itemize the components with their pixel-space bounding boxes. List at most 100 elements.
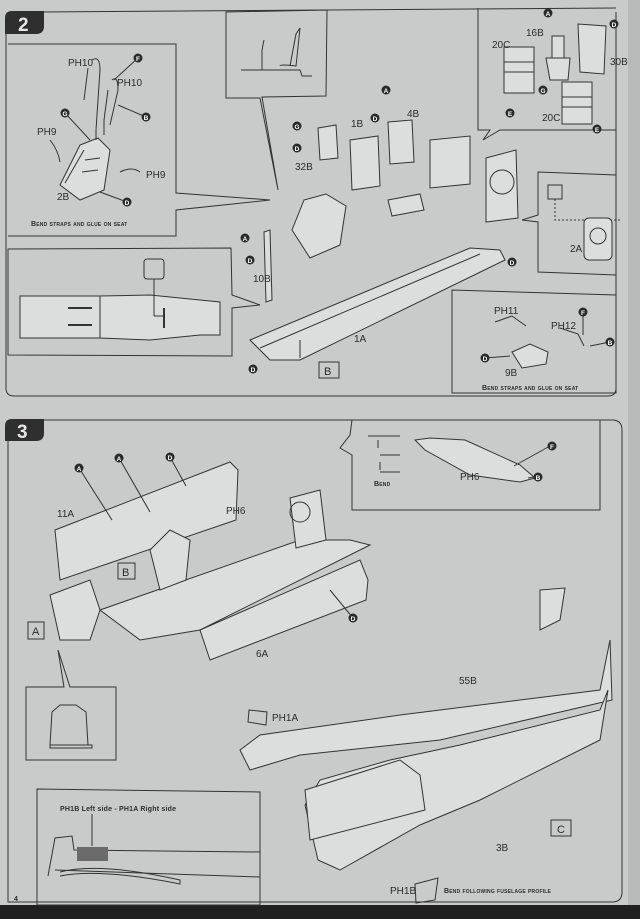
subassembly-label: B [318,361,340,379]
color-callout: D [329,589,358,623]
color-callout: D [292,143,302,153]
photo-etch-label: PH11 [494,306,519,317]
color-callout: A [381,85,391,95]
color-callout: D [248,364,258,374]
fuselage-assembly: 55B 3B PH1A PH1B Bend following fuselage… [239,587,613,904]
svg-text:B: B [324,366,331,378]
fuselage-profile-inset: PH1B Left side - PH1A Right side [36,788,261,906]
inset-caption: Bend straps and glue on seat [482,385,578,392]
photo-etch-label: PH6 [226,506,246,517]
step-2-badge: 2 [5,11,44,36]
svg-text:B: B [536,475,541,482]
svg-text:A: A [117,456,122,463]
svg-text:D: D [295,146,300,153]
part-number: 20C [542,113,560,124]
inset-caption: Bend straps and glue on seat [31,221,127,228]
svg-text:B: B [608,340,613,347]
instrument-panel-inset: 2A [521,171,620,276]
svg-text:G: G [62,111,67,118]
svg-text:D: D [251,367,256,374]
color-callout: F [578,307,588,335]
cockpit-floor-assembly: 32B 1B 4B 10B 1A G D D A A D D D B [240,85,519,379]
part-number: 20C [492,40,510,51]
color-callout: B [117,104,151,122]
part-number: 32B [295,162,313,173]
subassembly-label: A [27,621,45,640]
part-number: 4B [407,109,420,120]
color-callout: A [543,8,553,18]
color-callout: D [507,257,517,267]
color-callout: B [527,472,543,482]
part-number: 10B [253,274,271,285]
cockpit-tub-assembly: 11A 6A PH6 A A D D B A [27,452,372,661]
color-callout: G [292,121,302,131]
inset-caption: Bend [374,481,391,488]
color-callout: G [538,85,548,95]
color-callout: A [114,453,151,513]
seat-pan-strap-inset: PH11 PH12 9B D F B Bend straps and glue … [451,289,617,394]
svg-text:B: B [122,567,129,579]
photo-etch-label: PH1A [272,713,298,724]
part-number: 1B [351,119,364,130]
part-number: 6A [256,649,269,660]
decal-placement [77,847,108,861]
svg-text:D: D [373,116,378,123]
color-callout: B [589,337,615,347]
svg-text:D: D [510,260,515,267]
part-number: 16B [526,28,544,39]
color-callout: D [245,255,255,265]
color-callout: F [113,53,143,81]
svg-text:D: D [248,258,253,265]
color-callout: D [480,353,511,363]
instrument-hood-inset [25,649,117,761]
svg-text:F: F [581,310,585,317]
color-callout: D [370,113,380,123]
bend-photo-etch-inset: Bend PH6 F B [339,419,601,511]
svg-text:E: E [508,111,513,118]
svg-text:F: F [136,56,140,63]
color-callout: D [609,19,619,29]
step-number: 2 [18,15,29,36]
subassembly-label: B [117,562,136,580]
svg-text:A: A [32,626,40,638]
color-callout: D [165,452,187,487]
side-view-inset [225,9,328,191]
svg-text:G: G [540,88,545,95]
photo-etch-label: PH10 [117,78,142,89]
part-number: 1A [354,334,367,345]
step-3-panel: 3 [5,419,623,903]
inset-caption: PH1B Left side - PH1A Right side [60,806,176,813]
svg-text:A: A [384,88,389,95]
photo-etch-label: PH1B [390,886,416,897]
background-surface [0,905,640,919]
photo-etch-label: PH10 [68,58,93,69]
photo-etch-label: PH9 [37,127,57,138]
color-callout: A [240,233,250,243]
console-inset: 16B 20C 20C 30B A D G E E [477,8,628,141]
part-number: 2A [570,244,583,255]
page-number: 4 [14,896,18,903]
svg-text:A: A [546,11,551,18]
page-edge [628,0,640,919]
part-number: 55B [459,676,477,687]
svg-text:D: D [483,356,488,363]
photo-etch-label: PH6 [460,472,480,483]
svg-text:D: D [351,616,356,623]
color-callout: G [60,108,91,141]
svg-text:B: B [144,115,149,122]
part-number: 30B [610,57,628,68]
subassembly-label: C [550,819,572,837]
color-callout: F [513,441,557,467]
svg-text:A: A [243,236,248,243]
color-callout: D [99,191,132,207]
color-callout: A [74,463,113,521]
photo-etch-label: PH9 [146,170,166,181]
step-3-badge: 3 [5,419,44,443]
svg-text:G: G [294,124,299,131]
part-number: 9B [505,368,518,379]
svg-text:F: F [550,444,554,451]
photo-etch-label: PH12 [551,321,576,332]
svg-text:E: E [595,127,600,134]
svg-text:A: A [77,466,82,473]
